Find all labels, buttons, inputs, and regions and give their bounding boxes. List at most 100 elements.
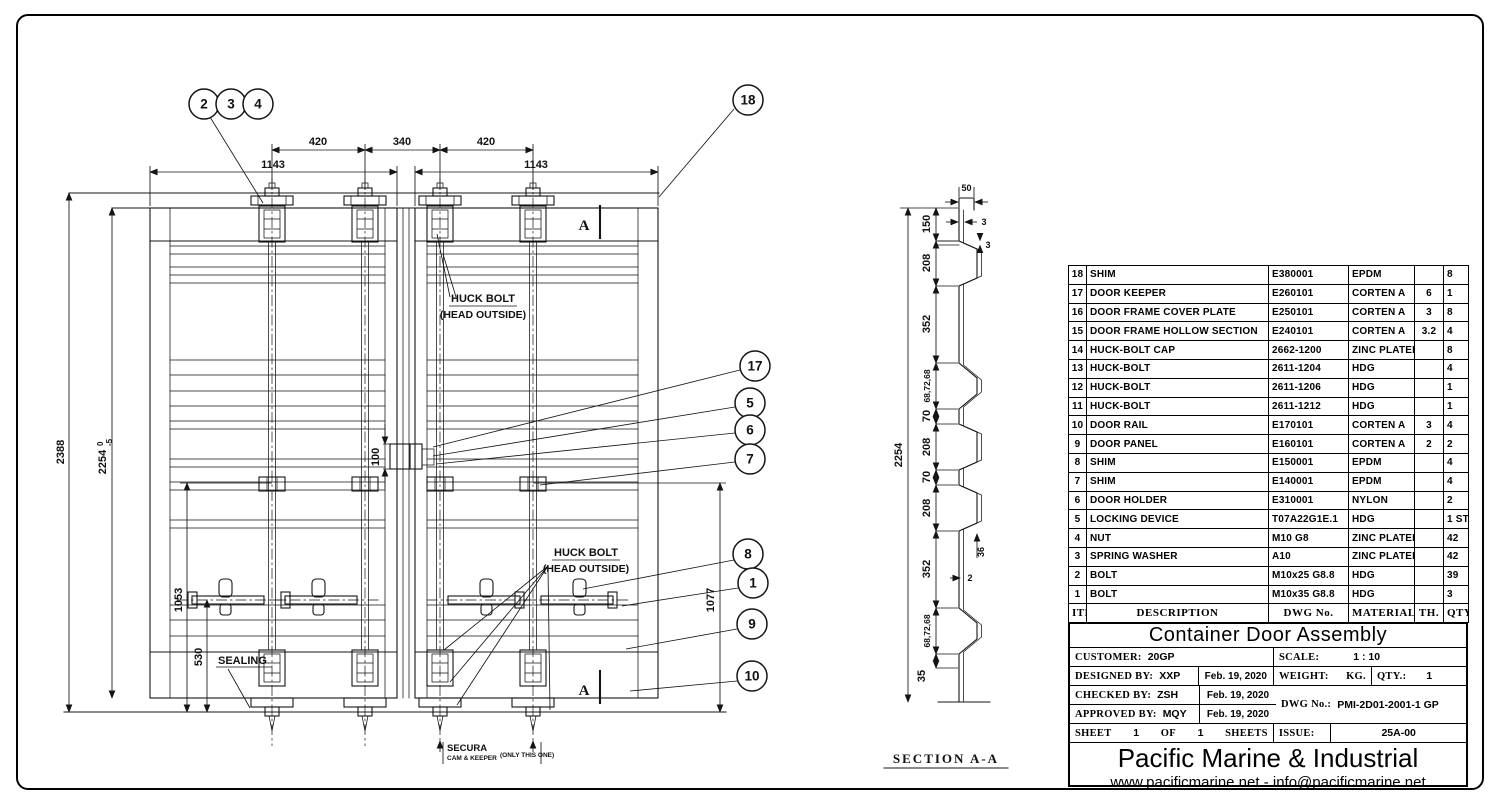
- approved-by-cell: APPROVED BY: MQY: [1070, 705, 1200, 724]
- approved-by-value: MQY: [1162, 708, 1187, 720]
- bom-cell: 2662-1200: [1268, 340, 1349, 360]
- bom-cell: 42: [1443, 528, 1469, 548]
- approved-by-label: APPROVED BY:: [1075, 708, 1157, 720]
- sheet-total: 1: [1197, 727, 1204, 739]
- svg-text:SECURA: SECURA: [447, 743, 487, 754]
- balloon-8: 8: [732, 538, 764, 570]
- bom-cell: 3: [1414, 302, 1444, 323]
- bom-cell: ZINC PLATED: [1348, 528, 1415, 548]
- bom-cell: 8: [1443, 340, 1469, 360]
- dim-door-height: 2254 0 -5: [96, 438, 114, 474]
- of-label: OF: [1160, 727, 1176, 739]
- sec-dim-352a: 352: [921, 315, 933, 333]
- checked-by-value: ZSH: [1157, 689, 1179, 701]
- bom-cell: 39: [1443, 565, 1469, 586]
- bom-cell: DOOR PANEL: [1086, 434, 1269, 454]
- bom-cell: 7: [1068, 471, 1087, 492]
- svg-text:6: 6: [746, 423, 754, 438]
- svg-text:4: 4: [254, 97, 262, 112]
- bom-cell: CORTEN A: [1348, 434, 1415, 454]
- bom-cell: 4: [1443, 452, 1469, 473]
- bom-cell: 2: [1443, 434, 1469, 454]
- bom-cell: 1: [1443, 283, 1469, 304]
- bom-cell: T07A22G1E.1: [1268, 509, 1349, 530]
- sec-dim-cluster-a: 68,72,68: [922, 369, 932, 402]
- bom-cell: 3: [1068, 546, 1087, 567]
- huck-bolt-label-bottom: HUCK BOLT (HEAD OUTSIDE): [443, 547, 629, 711]
- balloon-7: 7: [734, 443, 766, 475]
- bom-cell: NUT: [1086, 528, 1269, 548]
- bom-cell: [1414, 265, 1444, 285]
- svg-text:(HEAD OUTSIDE): (HEAD OUTSIDE): [543, 563, 629, 575]
- issue-label-cell: ISSUE:: [1273, 724, 1332, 743]
- bom-cell: CORTEN A: [1348, 321, 1415, 342]
- svg-text:A: A: [579, 218, 590, 234]
- section-marker-bottom: A: [579, 669, 602, 705]
- bom-header-material: MATERIAL: [1348, 603, 1415, 624]
- section-title: SECTION A-A: [883, 751, 1009, 769]
- bom-cell: 4: [1443, 415, 1469, 436]
- bom-cell: 4: [1443, 358, 1469, 379]
- bom-cell: DOOR FRAME HOLLOW SECTION: [1086, 321, 1269, 342]
- bom-cell: SPRING WASHER: [1086, 546, 1269, 567]
- svg-text:A: A: [579, 683, 590, 699]
- svg-text:3: 3: [227, 97, 235, 112]
- sheet-border: [16, 14, 1484, 790]
- company-contact: www.pacificmarine.net - info@pacificmari…: [1110, 774, 1426, 791]
- bom-cell: 2611-1206: [1268, 377, 1349, 398]
- bom-cell: M10 G8: [1268, 528, 1349, 548]
- front-view: 420 340 420 1143 1143 2388 2254 0 -5 105…: [55, 84, 771, 764]
- weight-cell: WEIGHT: KG.: [1273, 667, 1372, 686]
- dim-sealing-height: 530: [193, 648, 205, 666]
- svg-text:HUCK BOLT: HUCK BOLT: [451, 293, 515, 305]
- issue-value: 25A-00: [1381, 727, 1416, 739]
- section-view: 50 3 3 150 208 352 68,72,68 70 208 70 20…: [883, 183, 1009, 769]
- checked-date: Feb. 19, 2020: [1200, 686, 1276, 705]
- bom-cell: DOOR KEEPER: [1086, 283, 1269, 304]
- customer-cell: CUSTOMER: 20GP: [1070, 648, 1274, 667]
- svg-text:9: 9: [748, 617, 756, 632]
- sec-dim-150: 150: [921, 215, 933, 233]
- designed-by-cell: DESIGNED BY: XXP: [1070, 667, 1199, 686]
- bom-cell: 1 ST: [1443, 509, 1469, 530]
- sec-dim-36: 36: [976, 547, 986, 557]
- svg-text:SECTION A-A: SECTION A-A: [893, 751, 999, 766]
- bom-cell: 2: [1068, 565, 1087, 586]
- bom-cell: 3: [1414, 415, 1444, 436]
- bom-header-description: DESCRIPTION: [1086, 603, 1269, 624]
- bom-cell: SHIM: [1086, 452, 1269, 473]
- bom-cell: SHIM: [1086, 265, 1269, 285]
- sec-dim-3b: 3: [985, 240, 990, 250]
- bom-cell: 8: [1443, 265, 1469, 285]
- door-handles: [176, 578, 629, 616]
- balloon-5: 5: [734, 387, 766, 419]
- sec-dim-208b: 208: [921, 438, 933, 456]
- bom-cell: HDG: [1348, 509, 1415, 530]
- dim-door-width-right: 1143: [524, 159, 548, 171]
- svg-text:2254: 2254: [97, 449, 109, 474]
- section-profile: [937, 197, 991, 703]
- balloon-leaders: [209, 108, 741, 692]
- bom-cell: E140001: [1268, 471, 1349, 492]
- sec-dim-208a: 208: [921, 254, 933, 272]
- bom-cell: M10x35 G8.8: [1268, 584, 1349, 605]
- svg-text:7: 7: [746, 452, 754, 467]
- bom-cell: E160101: [1268, 434, 1349, 454]
- bom-cell: HDG: [1348, 584, 1415, 605]
- bom-cell: DOOR RAIL: [1086, 415, 1269, 436]
- svg-text:5: 5: [746, 396, 754, 411]
- bom-cell: DOOR HOLDER: [1086, 490, 1269, 511]
- bom-cell: [1414, 471, 1444, 492]
- bom-cell: [1414, 452, 1444, 473]
- drawing-title: Container Door Assembly: [1070, 624, 1466, 648]
- bom-cell: E310001: [1268, 490, 1349, 511]
- qty-label: QTY.:: [1376, 670, 1407, 682]
- bom-cell: 18: [1068, 265, 1087, 285]
